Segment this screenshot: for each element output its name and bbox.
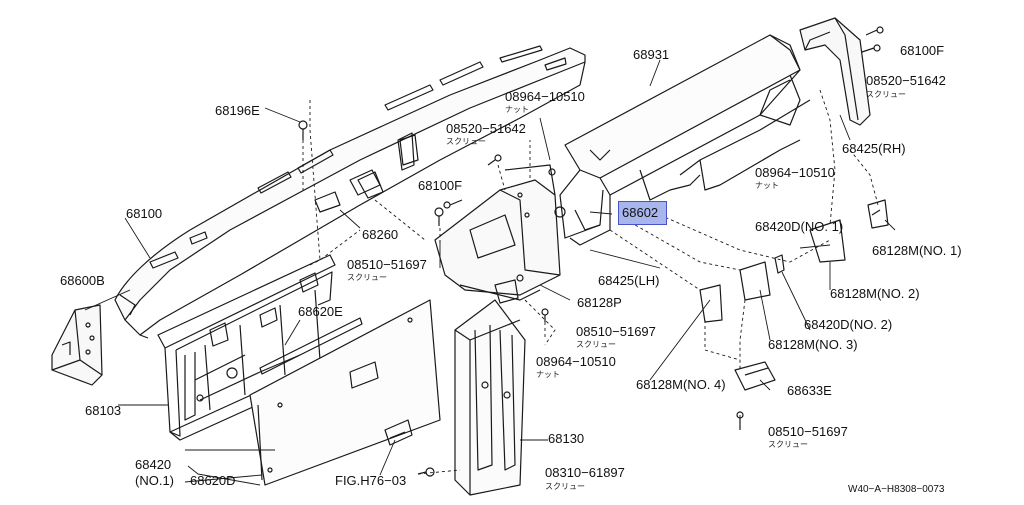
sub-nut-a: ナット [505,105,529,114]
label-08964-10510-a: 08964−10510 [505,89,585,104]
frame-68931 [559,34,811,246]
clip-68128P [494,279,519,304]
label-08510-51697-b: 08510−51697 [576,324,656,339]
label-68602: 68602 [622,205,659,220]
label-68420D-2: 68420D(NO. 2) [804,317,893,332]
label-08310-61897: 08310−61897 [545,465,625,480]
dash-pad-68100 [114,45,586,339]
label-68130: 68130 [548,431,585,446]
bracket-68633E [734,361,776,391]
label-68100: 68100 [126,206,163,221]
sub-screw-mid: スクリュー [446,137,486,146]
label-68103: 68103 [85,403,122,418]
side-panel-68425RH [799,17,871,126]
clip-68260 [357,171,384,199]
label-68600B: 68600B [60,273,105,288]
sub-nut-b: ナット [755,181,779,190]
label-08520-51642-top: 08520−51642 [866,73,946,88]
label-68128P: 68128P [577,295,622,310]
label-68425LH: 68425(LH) [598,273,660,288]
sub-screw-c: スクリュー [768,440,808,449]
clip-68128M-4 [699,284,723,323]
sub-screw-d: スクリュー [545,482,585,491]
label-08520-51642-mid: 08520−51642 [446,121,526,136]
lower-panel-68620D [249,299,441,486]
sub-screw-top: スクリュー [866,90,906,99]
bracket-68600B [51,304,103,386]
lower-frame-68103 [157,254,353,441]
label-68931: 68931 [633,47,670,62]
leader-lines [302,89,879,475]
label-08510-51697-a: 08510−51697 [347,257,427,272]
label-68425RH: 68425(RH) [842,141,906,156]
label-68620D: 68620D [190,473,236,488]
side-panel-68425LH [434,164,561,301]
label-leaders [84,59,896,486]
label-08964-10510-c: 08964−10510 [536,354,616,369]
label-68620E: 68620E [298,304,343,319]
label-68260: 68260 [362,227,399,242]
label-68100F-mid: 68100F [418,178,463,193]
clip-68128M-3 [739,261,771,301]
strip-68620E [259,317,363,375]
figure-reference: FIG.H76−03 [335,473,407,488]
label-08510-51697-c: 08510−51697 [768,424,848,439]
label-68128M-2: 68128M(NO. 2) [830,286,920,301]
label-68128M-3: 68128M(NO. 3) [768,337,858,352]
label-68196E: 68196E [215,103,260,118]
label-68420-no1: (NO.1) [135,473,174,488]
label-68420: 68420 [135,457,172,472]
label-68100F-top: 68100F [900,43,945,58]
diagram-code: W40−A−H8308−0073 [848,484,945,495]
clip-68128M-1 [867,199,889,229]
label-08964-10510-b: 08964−10510 [755,165,835,180]
sub-screw-a: スクリュー [347,273,387,282]
label-68128M-1: 68128M(NO. 1) [872,243,962,258]
highlight-68602 [618,201,667,225]
label-68128M-4: 68128M(NO. 4) [636,377,726,392]
clip-68420 [384,419,413,446]
sub-nut-c: ナット [536,370,560,379]
clip-68128M-2 [809,219,846,263]
sub-screw-b: スクリュー [576,340,616,349]
bracket-68130 [454,299,526,496]
label-68633E: 68633E [787,383,832,398]
label-68420D-1: 68420D(NO. 1) [755,219,844,234]
